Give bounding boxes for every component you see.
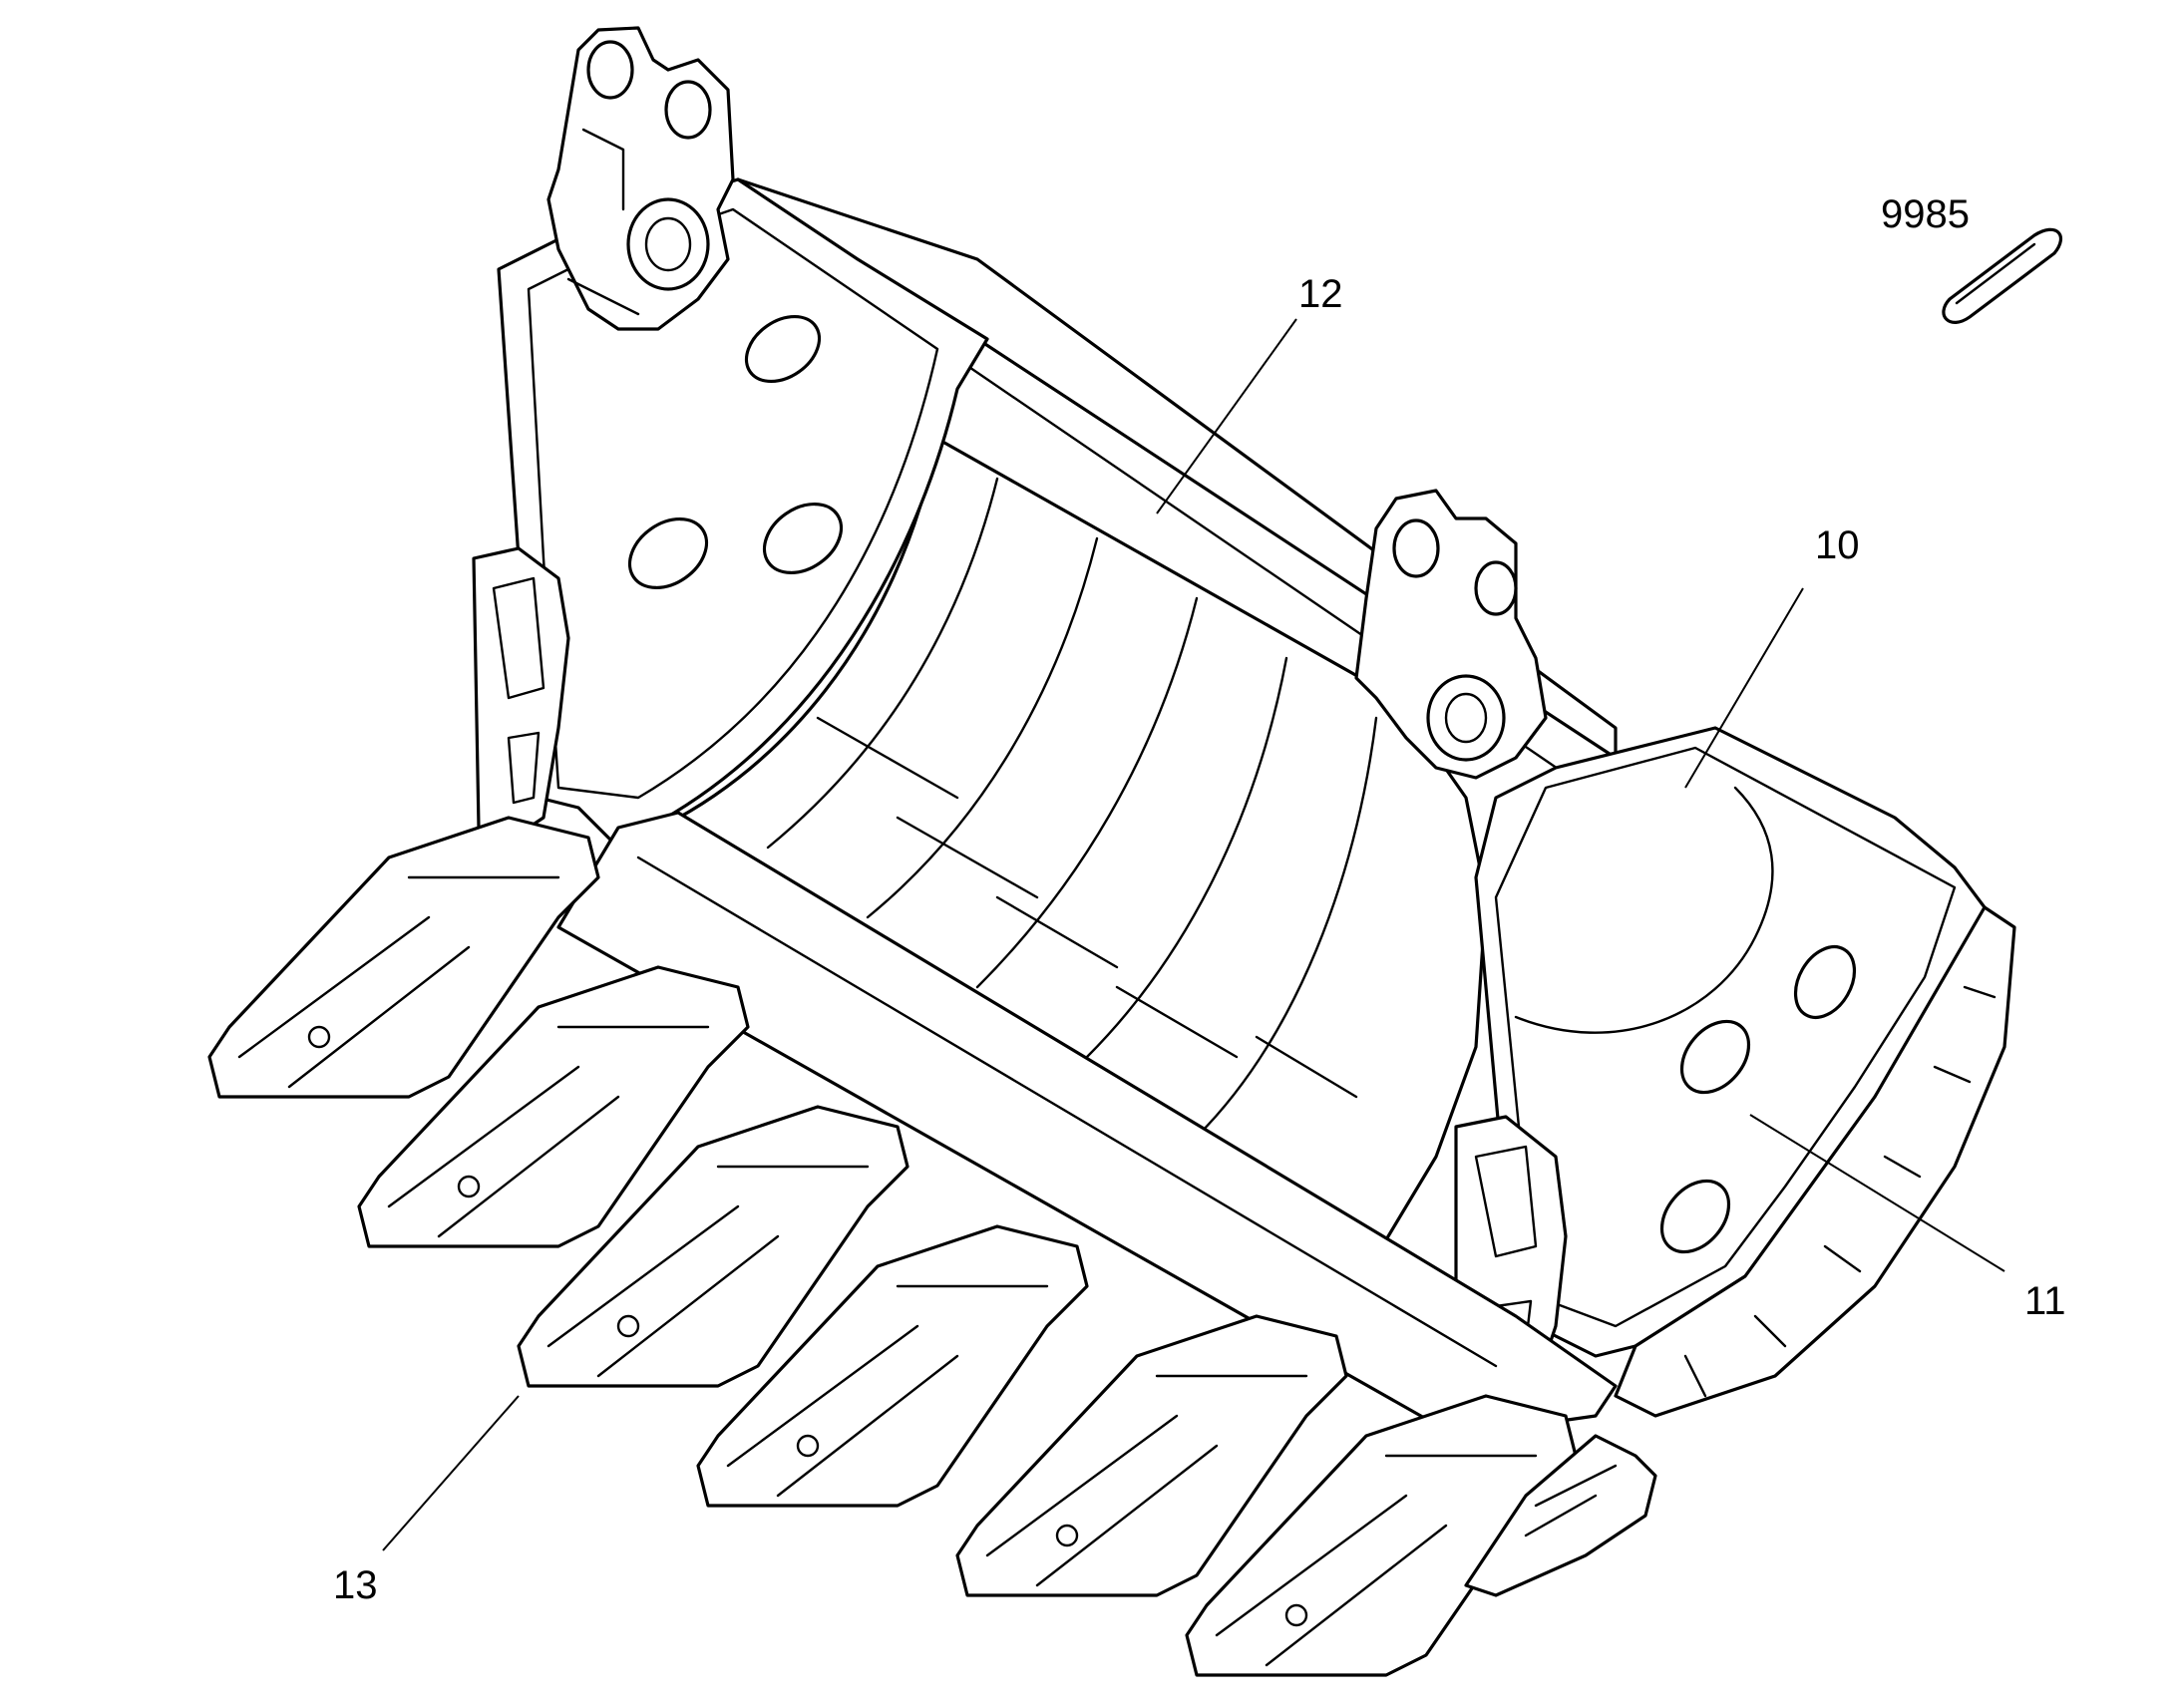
right-wear-strip [1614,905,2016,1418]
tooth-1 [207,816,600,1099]
left-hitch-bracket [546,26,735,331]
part-9985-plate [1942,227,2062,324]
bucket-shell [636,437,1488,1278]
tooth-3 [517,1105,909,1388]
callout-11: 11 [2024,1279,2066,1323]
right-hitch-bracket [1354,489,1548,780]
callout-10: 10 [1815,523,1860,567]
left-side-plate [497,177,989,850]
tooth-5 [955,1314,1348,1597]
leader-10 [1684,587,1804,789]
tooth-4 [696,1224,1089,1508]
right-side-plate [1474,726,1987,1358]
tooth-6 [1185,1394,1578,1677]
leader-13 [382,1395,520,1551]
callout-12: 12 [1298,272,1343,316]
callout-13: 13 [333,1563,378,1607]
leader-lines [382,318,2005,1551]
teeth-row [207,816,1657,1677]
callout-labels: 10 11 12 13 9985 [333,192,2066,1607]
tooth-2 [357,965,750,1248]
leader-11 [1749,1114,2005,1272]
corner-adapter [1464,1434,1657,1597]
callout-9985: 9985 [1881,192,1970,236]
leader-12 [1156,318,1297,514]
